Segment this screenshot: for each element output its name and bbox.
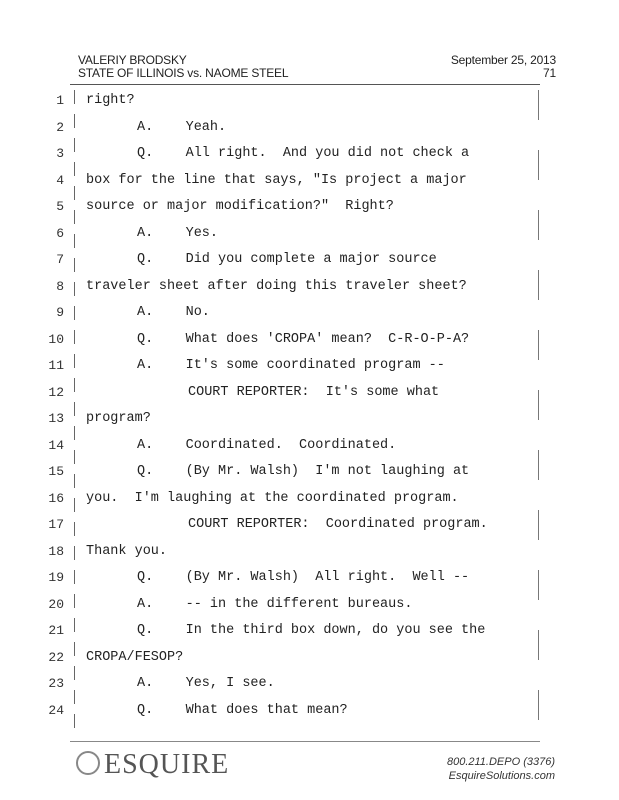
line-text: A. Coordinated. Coordinated. bbox=[137, 437, 397, 453]
line-text: Q. In the third box down, do you see the bbox=[137, 623, 486, 638]
line-number: 10 bbox=[48, 331, 64, 347]
line-text: A. It's some coordinated program -- bbox=[137, 358, 445, 373]
logo-text: ESQUIRE bbox=[104, 749, 230, 780]
line-number: 17 bbox=[48, 517, 64, 532]
line-text: Q. (By Mr. Walsh) I'm not laughing at bbox=[137, 464, 470, 479]
transcript-line: 3 Q. All right. And you did not check a bbox=[0, 146, 560, 168]
line-number: 12 bbox=[48, 384, 64, 400]
transcript-line: 20 A. -- in the different bureaus. bbox=[0, 597, 560, 619]
line-text: Thank you. bbox=[86, 543, 168, 559]
line-text: COURT REPORTER: Coordinated program. bbox=[188, 517, 488, 532]
line-text: CROPA/FESOP? bbox=[86, 649, 184, 665]
footer-divider bbox=[70, 741, 540, 742]
line-text: program? bbox=[86, 411, 151, 426]
line-number: 11 bbox=[48, 358, 64, 373]
line-text: source or major modification?" Right? bbox=[86, 199, 394, 214]
line-number: 8 bbox=[56, 278, 64, 294]
transcript-line: 22 CROPA/FESOP? bbox=[0, 650, 560, 672]
line-number: 5 bbox=[56, 199, 64, 214]
transcript-line: 11 A. It's some coordinated program -- bbox=[0, 358, 560, 380]
line-text: Q. (By Mr. Walsh) All right. Well -- bbox=[137, 570, 470, 585]
line-number: 9 bbox=[56, 305, 64, 320]
line-text: traveler sheet after doing this traveler… bbox=[86, 278, 467, 294]
header-divider bbox=[70, 84, 540, 85]
esquire-logo: ESQUIRE bbox=[76, 749, 229, 781]
line-text: you. I'm laughing at the coordinated pro… bbox=[86, 490, 459, 506]
transcript-line: 14 A. Coordinated. Coordinated. bbox=[0, 438, 560, 460]
transcript-line: 21 Q. In the third box down, do you see t… bbox=[0, 623, 560, 645]
footer-phone: 800.211.DEPO (3376) bbox=[446, 756, 555, 768]
line-text: A. Yeah. bbox=[137, 119, 227, 135]
right-margin-line bbox=[538, 90, 539, 730]
line-number: 13 bbox=[48, 411, 64, 426]
line-number: 22 bbox=[48, 649, 64, 665]
transcript-line: 19 Q. (By Mr. Walsh) All right. Well -- bbox=[0, 570, 560, 592]
line-number: 7 bbox=[56, 252, 64, 267]
line-number: 6 bbox=[56, 225, 64, 241]
line-number: 23 bbox=[48, 676, 64, 691]
witness-name: VALERIY BRODSKY bbox=[78, 53, 187, 67]
line-text: A. Yes, I see. bbox=[137, 676, 275, 691]
transcript-line: 13 program? bbox=[0, 411, 560, 433]
line-text: Q. All right. And you did not check a bbox=[137, 146, 470, 161]
line-number: 14 bbox=[48, 437, 64, 453]
transcript-line: 1 right? bbox=[0, 93, 560, 115]
footer-website[interactable]: EsquireSolutions.com bbox=[448, 770, 555, 782]
line-text: A. Yes. bbox=[137, 225, 219, 241]
line-text: box for the line that says, "Is project … bbox=[86, 172, 467, 188]
transcript-line: 18 Thank you. bbox=[0, 544, 560, 566]
line-number: 24 bbox=[48, 702, 64, 718]
line-number: 19 bbox=[48, 570, 64, 585]
transcript-line: 2 A. Yeah. bbox=[0, 120, 560, 142]
line-number: 1 bbox=[56, 93, 64, 108]
line-text: COURT REPORTER: It's some what bbox=[188, 384, 440, 400]
line-number: 18 bbox=[48, 543, 64, 559]
line-text: A. No. bbox=[137, 305, 210, 320]
transcript-line: 5 source or major modification?" Right? bbox=[0, 199, 560, 221]
line-number: 16 bbox=[48, 490, 64, 506]
transcript-line: 4 box for the line that says, "Is project… bbox=[0, 173, 560, 195]
deposition-date: September 25, 2013 bbox=[450, 53, 556, 67]
line-text: right? bbox=[86, 93, 135, 108]
transcript-line: 24 Q. What does that mean? bbox=[0, 703, 560, 725]
case-title: STATE OF ILLINOIS vs. NAOME STEEL bbox=[78, 66, 289, 80]
page-number: 71 bbox=[543, 66, 556, 80]
line-number: 15 bbox=[48, 464, 64, 479]
logo-emblem-icon bbox=[76, 751, 100, 775]
line-number: 20 bbox=[48, 596, 64, 612]
line-text: A. -- in the different bureaus. bbox=[137, 596, 413, 612]
line-number: 21 bbox=[48, 623, 64, 638]
line-text: Q. What does that mean? bbox=[137, 702, 348, 718]
line-number: 3 bbox=[56, 146, 64, 161]
transcript-line: 17 COURT REPORTER: Coordinated program. bbox=[0, 517, 560, 539]
line-number: 4 bbox=[56, 172, 64, 188]
transcript-line: 9 A. No. bbox=[0, 305, 560, 327]
left-margin-line bbox=[74, 90, 75, 735]
transcript-line: 12 COURT REPORTER: It's some what bbox=[0, 385, 560, 407]
transcript-line: 6 A. Yes. bbox=[0, 226, 560, 248]
transcript-line: 10 Q. What does 'CROPA' mean? C-R-O-P-A? bbox=[0, 332, 560, 354]
transcript-line: 15 Q. (By Mr. Walsh) I'm not laughing at bbox=[0, 464, 560, 486]
line-text: Q. Did you complete a major source bbox=[137, 252, 437, 267]
line-text: Q. What does 'CROPA' mean? C-R-O-P-A? bbox=[137, 331, 470, 347]
transcript-line: 16 you. I'm laughing at the coordinated p… bbox=[0, 491, 560, 513]
transcript-line: 8 traveler sheet after doing this travele… bbox=[0, 279, 560, 301]
line-number: 2 bbox=[56, 119, 64, 135]
transcript-line: 7 Q. Did you complete a major source bbox=[0, 252, 560, 274]
transcript-line: 23 A. Yes, I see. bbox=[0, 676, 560, 698]
